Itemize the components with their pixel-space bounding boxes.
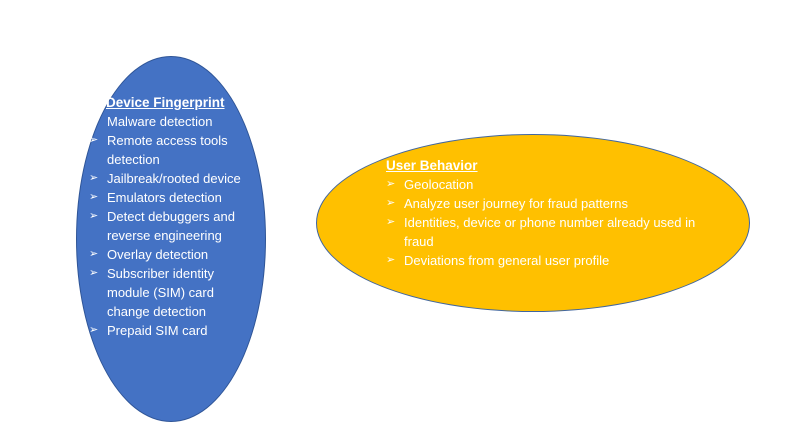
list-item: ➢ Overlay detection	[89, 245, 259, 264]
user-behavior-list: ➢ Geolocation ➢ Analyze user journey for f…	[386, 175, 716, 270]
list-item-text: Overlay detection	[107, 247, 209, 262]
device-fingerprint-block: Device Fingerprint ➢ Malware detection ➢ R…	[89, 93, 259, 340]
list-item: ➢ Identities, device or phone number alre…	[386, 213, 716, 251]
user-behavior-heading: User Behavior	[386, 158, 478, 173]
arrow-bullet-icon: ➢	[386, 197, 396, 209]
list-item-text: Prepaid SIM card	[107, 323, 208, 338]
list-item: ➢ Subscriber identity module (SIM) card c…	[89, 264, 259, 321]
arrow-bullet-icon: ➢	[89, 248, 99, 260]
list-item: ➢ Prepaid SIM card	[89, 321, 259, 340]
arrow-bullet-icon: ➢	[386, 216, 396, 228]
list-item-text: Subscriber identity module (SIM) card ch…	[107, 266, 214, 319]
arrow-bullet-icon: ➢	[89, 115, 99, 127]
list-item: ➢ Malware detection	[89, 112, 259, 131]
device-fingerprint-ellipse	[76, 56, 266, 422]
device-fingerprint-heading: Device Fingerprint	[106, 95, 225, 110]
arrow-bullet-icon: ➢	[89, 210, 99, 222]
list-item: ➢ Emulators detection	[89, 188, 259, 207]
user-behavior-ellipse	[316, 134, 750, 312]
list-item: ➢ Jailbreak/rooted device	[89, 169, 259, 188]
list-item-text: Geolocation	[404, 177, 474, 192]
list-item: ➢ Analyze user journey for fraud patterns	[386, 194, 716, 213]
list-item: ➢ Geolocation	[386, 175, 716, 194]
arrow-bullet-icon: ➢	[386, 178, 396, 190]
list-item-text: Jailbreak/rooted device	[107, 171, 241, 186]
list-item: ➢ Detect debuggers and reverse engineerin…	[89, 207, 259, 245]
list-item: ➢ Remote access tools detection	[89, 131, 259, 169]
list-item-text: Malware detection	[107, 114, 213, 129]
arrow-bullet-icon: ➢	[89, 191, 99, 203]
user-behavior-block: User Behavior ➢ Geolocation ➢ Analyze user…	[386, 156, 716, 270]
arrow-bullet-icon: ➢	[89, 134, 99, 146]
arrow-bullet-icon: ➢	[386, 254, 396, 266]
list-item-text: Deviations from general user profile	[404, 253, 610, 268]
list-item-text: Analyze user journey for fraud patterns	[404, 196, 629, 211]
list-item-text: Identities, device or phone number alrea…	[404, 215, 696, 249]
device-fingerprint-list: ➢ Malware detection ➢ Remote access tools …	[89, 112, 259, 340]
arrow-bullet-icon: ➢	[89, 324, 99, 336]
list-item-text: Remote access tools detection	[107, 133, 228, 167]
list-item-text: Detect debuggers and reverse engineering	[107, 209, 235, 243]
list-item: ➢ Deviations from general user profile	[386, 251, 716, 270]
arrow-bullet-icon: ➢	[89, 267, 99, 279]
arrow-bullet-icon: ➢	[89, 172, 99, 184]
list-item-text: Emulators detection	[107, 190, 222, 205]
